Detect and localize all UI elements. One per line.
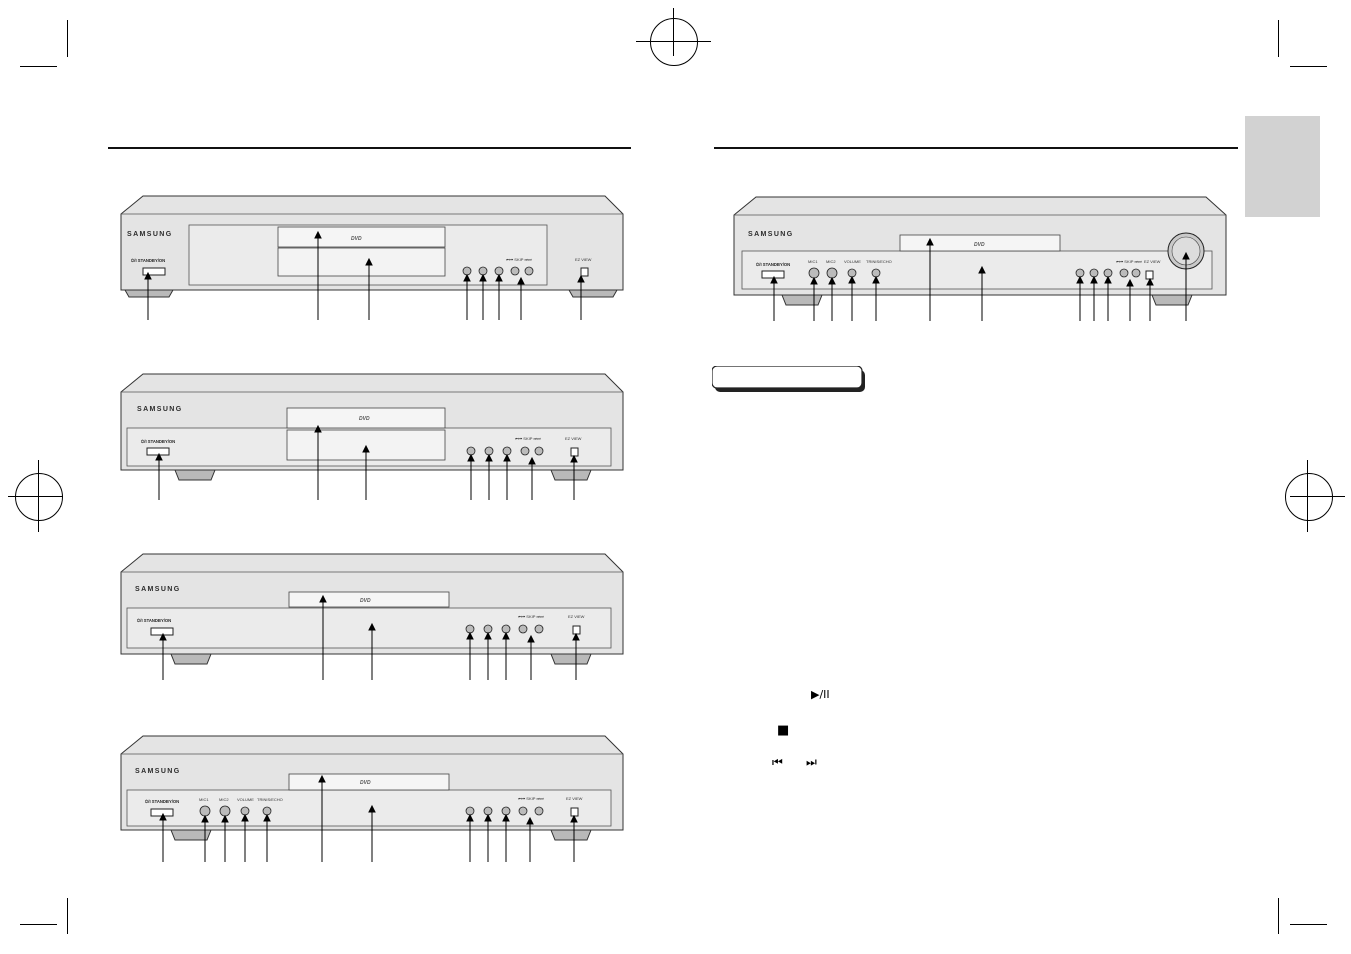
skip-label: ⏮⏮ SKIP ⏭⏭ xyxy=(515,436,541,441)
mic2-label: MIC2 xyxy=(826,259,836,264)
standby-label: ⏻/I STANDBY/ON xyxy=(137,618,171,623)
standby-label: ⏻/I STANDBY/ON xyxy=(756,262,790,267)
dvd-logo: DVD xyxy=(360,780,371,786)
standby-label: ⏻/I STANDBY/ON xyxy=(145,799,179,804)
crop-mark xyxy=(1290,66,1327,67)
volume-label: VOLUME xyxy=(844,259,861,264)
dvd-logo: DVD xyxy=(351,236,362,242)
ezview-label: EZ VIEW xyxy=(575,257,592,262)
tone-label: TRINIS/ECHO xyxy=(257,797,283,802)
header-rule-right xyxy=(714,147,1238,149)
dvd-player-model-3: SAMSUNG DVD ⏻/I STANDBY/ON ⏮⏮ SKIP ⏭⏭ EZ… xyxy=(115,550,635,685)
mic1-label: MIC1 xyxy=(808,259,818,264)
play-pause-icon: ▶/II xyxy=(811,688,830,701)
section-heading-box xyxy=(711,365,867,393)
dvd-player-model-1: SAMSUNG DVD ⏻/I STANDBY/ON ⏮⏮ SKIP ⏭⏭ EZ… xyxy=(115,190,635,325)
brand-logo: SAMSUNG xyxy=(135,768,181,775)
skip-label: ⏮⏮ SKIP ⏭⏭ xyxy=(506,257,532,262)
skip-label: ⏮⏮ SKIP ⏭⏭ xyxy=(1116,259,1142,264)
dvd-player-model-4: SAMSUNG DVD ⏻/I STANDBY/ON MIC1 MIC2 VOL… xyxy=(115,732,635,867)
ezview-label: EZ VIEW xyxy=(568,614,585,619)
brand-logo: SAMSUNG xyxy=(135,586,181,593)
brand-logo: SAMSUNG xyxy=(137,406,183,413)
stop-icon: ■ xyxy=(777,723,790,738)
tone-label: TRINIS/ECHO xyxy=(866,259,892,264)
skip-label: ⏮⏮ SKIP ⏭⏭ xyxy=(518,796,544,801)
header-rule-left xyxy=(108,147,631,149)
standby-label: ⏻/I STANDBY/ON xyxy=(141,439,175,444)
dvd-logo: DVD xyxy=(359,416,370,422)
dvd-logo: DVD xyxy=(974,242,985,248)
crop-mark xyxy=(1278,20,1279,57)
volume-label: VOLUME xyxy=(237,797,254,802)
crop-mark xyxy=(20,924,57,925)
ezview-label: EZ VIEW xyxy=(566,796,583,801)
dvd-logo: DVD xyxy=(360,598,371,604)
brand-logo: SAMSUNG xyxy=(748,231,794,238)
skip-back-icon: ⏮ xyxy=(772,755,783,769)
skip-forward-icon: ⏭ xyxy=(806,755,817,769)
crop-mark xyxy=(67,898,68,934)
crop-mark xyxy=(1290,924,1327,925)
mic1-label: MIC1 xyxy=(199,797,209,802)
skip-label: ⏮⏮ SKIP ⏭⏭ xyxy=(518,614,544,619)
dvd-player-model-5: SAMSUNG DVD ⏻/I STANDBY/ON MIC1 MIC2 VOL… xyxy=(728,193,1238,328)
crop-mark xyxy=(67,20,68,57)
mic2-label: MIC2 xyxy=(219,797,229,802)
ezview-label: EZ VIEW xyxy=(1144,259,1161,264)
ezview-label: EZ VIEW xyxy=(565,436,582,441)
dvd-player-model-2: SAMSUNG DVD ⏻/I STANDBY/ON ⏮⏮ SKIP ⏭⏭ EZ… xyxy=(115,370,635,505)
section-tab xyxy=(1245,116,1320,217)
brand-logo: SAMSUNG xyxy=(127,231,173,238)
crop-mark xyxy=(1278,898,1279,934)
crop-mark xyxy=(20,66,57,67)
standby-label: ⏻/I STANDBY/ON xyxy=(131,258,165,263)
